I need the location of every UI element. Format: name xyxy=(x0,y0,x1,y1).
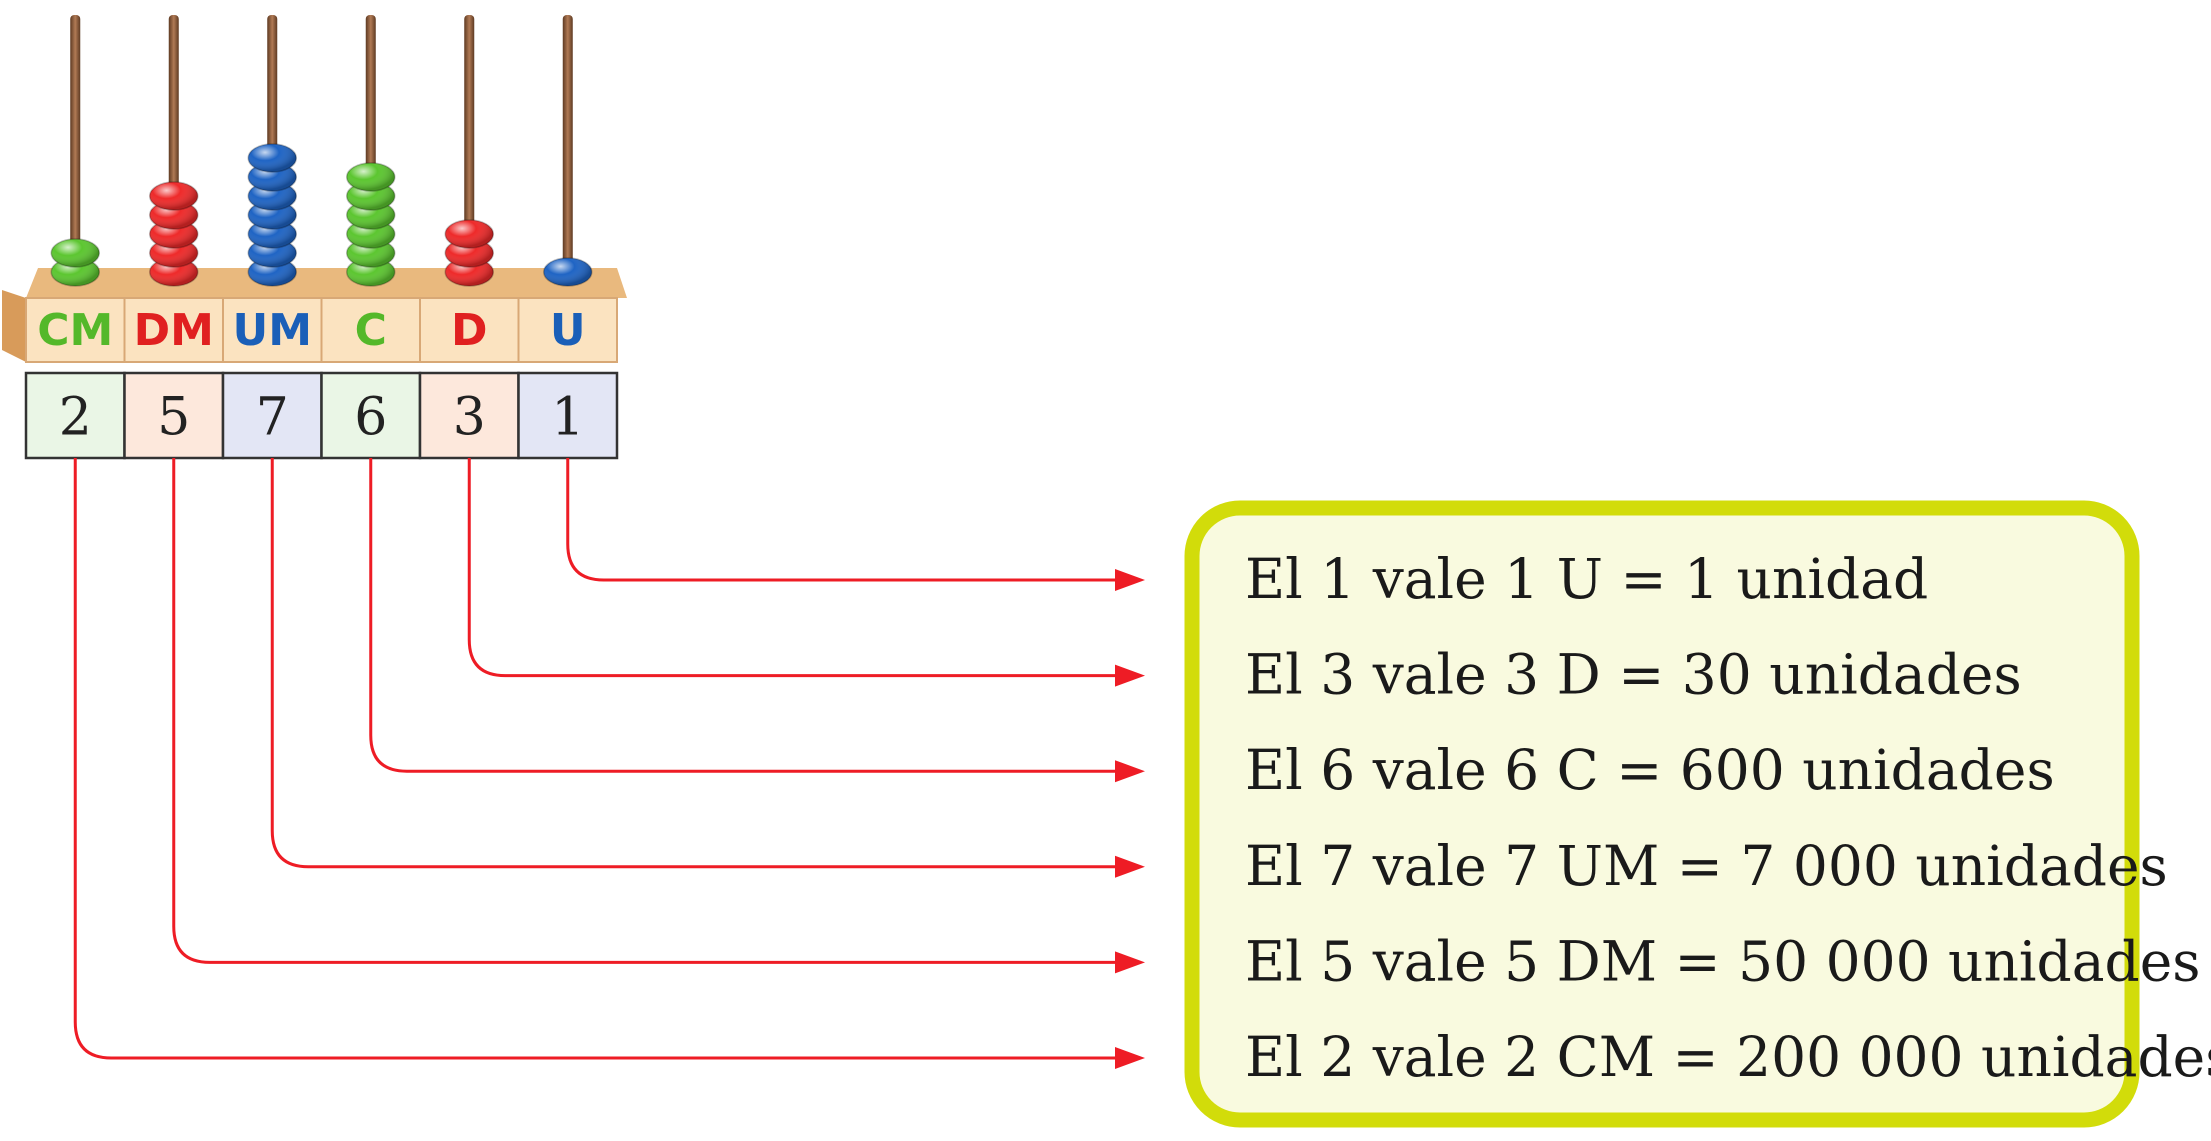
statement-line: El 6 vale 6 C = 600 unidades xyxy=(1245,738,2055,802)
abacus-bead xyxy=(50,238,100,268)
digit-cell-um xyxy=(221,371,323,460)
abacus-bead xyxy=(346,162,396,192)
statement-line: El 5 vale 5 DM = 50 000 unidades xyxy=(1245,929,2200,993)
column-label-u: U xyxy=(550,305,586,356)
abacus-base-top xyxy=(26,268,627,298)
arrow-connectors xyxy=(73,458,1145,1069)
abacus-block-d xyxy=(419,297,520,363)
connector-arrow xyxy=(172,458,1145,974)
digit-cell-dm xyxy=(123,371,225,460)
abacus-rods xyxy=(50,15,593,287)
statement-line: El 7 vale 7 UM = 7 000 unidades xyxy=(1245,834,2168,898)
digit-value: 5 xyxy=(157,388,190,448)
abacus-rod-u xyxy=(562,15,573,278)
connector-arrow xyxy=(467,458,1145,687)
digit-value: 6 xyxy=(354,388,387,448)
connector-arrow xyxy=(73,458,1145,1069)
abacus-block-u xyxy=(517,297,618,363)
statements-box xyxy=(1184,500,2140,1128)
abacus-column-labels: CM DM UM C D U xyxy=(37,305,585,356)
column-label-d: D xyxy=(451,305,488,356)
abacus-bead xyxy=(247,143,297,173)
abacus-block-cm xyxy=(25,297,126,363)
statement-line: El 3 vale 3 D = 30 unidades xyxy=(1245,643,2022,707)
statement-line: El 2 vale 2 CM = 200 000 unidades xyxy=(1245,1025,2211,1089)
abacus-bead xyxy=(543,257,593,287)
column-label-cm: CM xyxy=(37,305,113,356)
abacus-block-c xyxy=(320,297,421,363)
connector-arrow xyxy=(566,458,1145,591)
digit-value: 7 xyxy=(256,388,289,448)
abacus-rod-d xyxy=(464,15,475,278)
digit-cell-d xyxy=(418,371,520,460)
digit-cell-u xyxy=(517,371,619,460)
abacus-base-side xyxy=(2,290,26,362)
abacus-block-um xyxy=(222,297,323,363)
statement-line: El 1 vale 1 U = 1 unidad xyxy=(1245,547,1928,611)
abacus-bead xyxy=(149,181,199,211)
digit-value: 1 xyxy=(551,388,584,448)
column-label-dm: DM xyxy=(134,305,214,356)
column-label-um: UM xyxy=(232,305,312,356)
digit-table: 2 5 7 6 3 1 xyxy=(24,371,619,460)
abacus-base xyxy=(2,268,627,363)
abacus-bead xyxy=(444,219,494,249)
column-label-c: C xyxy=(355,305,387,356)
abacus: CM DM UM C D U xyxy=(2,15,627,363)
connector-arrow xyxy=(369,458,1145,783)
abacus-rod-cm xyxy=(70,15,81,278)
digit-cell-cm xyxy=(24,371,126,460)
connector-arrow xyxy=(270,458,1145,878)
statements-list: El 1 vale 1 U = 1 unidad El 3 vale 3 D = … xyxy=(1245,547,2211,1089)
digit-value: 2 xyxy=(59,388,92,448)
digit-value: 3 xyxy=(453,388,486,448)
